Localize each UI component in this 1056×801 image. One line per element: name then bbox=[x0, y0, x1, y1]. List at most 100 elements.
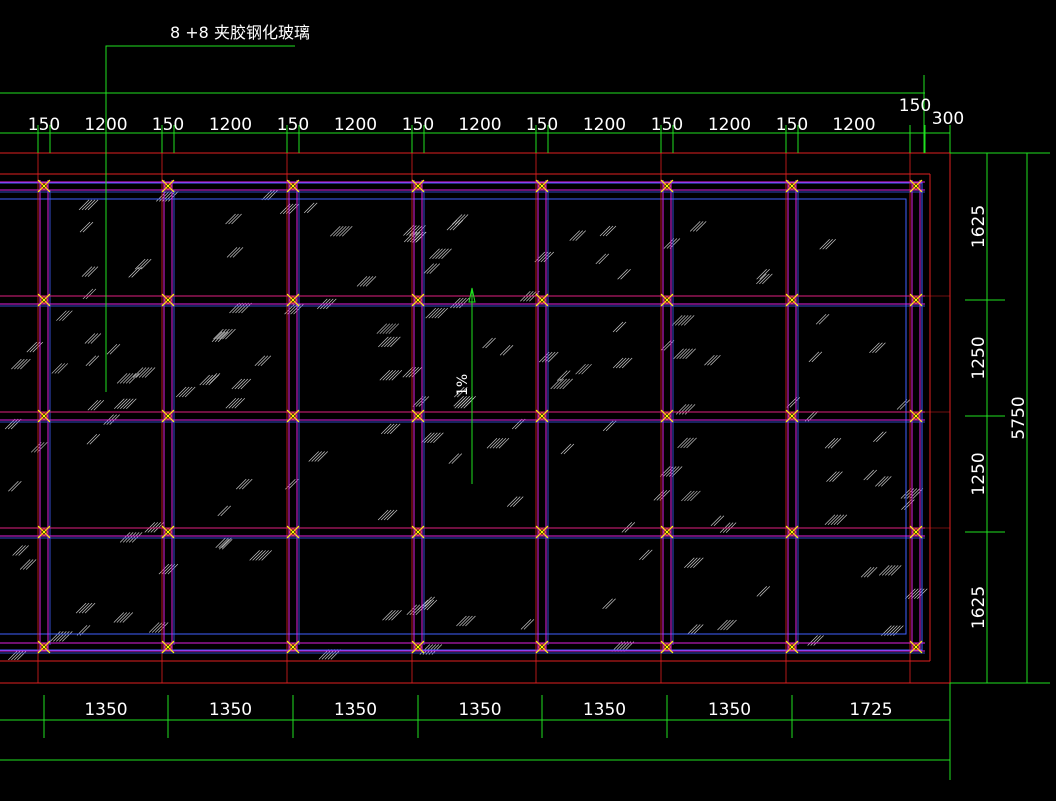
glass-hatch-mark bbox=[209, 373, 221, 384]
node-cross bbox=[161, 640, 175, 654]
glass-hatch-mark bbox=[303, 202, 315, 214]
glass-hatch-mark bbox=[128, 373, 140, 384]
glass-hatch-mark bbox=[231, 213, 242, 225]
glass-hatch-mark bbox=[621, 357, 633, 369]
glass-hatch-mark bbox=[887, 565, 899, 576]
glass-hatch-mark bbox=[523, 619, 535, 630]
glass-hatch-mark bbox=[220, 505, 231, 517]
glass-hatch-mark bbox=[707, 355, 718, 366]
glass-hatch-mark bbox=[385, 609, 396, 621]
node-circle bbox=[164, 643, 172, 651]
glass-hatch-mark bbox=[116, 373, 128, 384]
glass-hatch-mark bbox=[693, 624, 704, 635]
glass-hatch-mark bbox=[639, 549, 650, 561]
glass-hatch-mark bbox=[336, 226, 347, 237]
glass-hatch-mark bbox=[427, 432, 438, 444]
glass-hatch-mark bbox=[756, 273, 767, 285]
glass-hatch-mark bbox=[82, 288, 94, 300]
glass-hatch-mark bbox=[128, 532, 140, 543]
glass-hatch-mark bbox=[563, 443, 575, 455]
top-dimension-label: 150 bbox=[152, 115, 184, 135]
glass-hatch-mark bbox=[87, 333, 99, 344]
glass-hatch-mark bbox=[214, 331, 226, 342]
glass-hatch-mark bbox=[424, 432, 435, 444]
glass-hatch-mark bbox=[387, 336, 398, 348]
glass-hatch-mark bbox=[8, 480, 19, 492]
glass-hatch-mark bbox=[884, 565, 896, 576]
glass-hatch-mark bbox=[314, 451, 325, 462]
glass-hatch-mark bbox=[376, 323, 388, 334]
node-cross bbox=[909, 293, 923, 307]
top-dimension-label: 150 bbox=[277, 115, 309, 135]
glass-hatch-mark bbox=[869, 342, 880, 353]
glass-hatch-mark bbox=[881, 565, 893, 576]
glass-hatch-mark bbox=[808, 351, 820, 363]
glass-hatch-mark bbox=[225, 398, 237, 409]
glass-hatch-mark bbox=[132, 367, 144, 378]
glass-hatch-mark bbox=[385, 369, 397, 381]
glass-hatch-mark bbox=[75, 602, 87, 614]
glass-hatch-mark bbox=[684, 490, 695, 502]
glass-hatch-mark bbox=[123, 398, 134, 410]
glass-hatch-mark bbox=[20, 358, 31, 370]
glass-hatch-mark bbox=[234, 398, 246, 409]
node-circle bbox=[40, 296, 48, 304]
glass-hatch-mark bbox=[81, 199, 93, 211]
glass-hatch-mark bbox=[836, 514, 848, 525]
glass-hatch-mark bbox=[241, 478, 253, 490]
glass-hatch-mark bbox=[144, 522, 156, 533]
glass-hatch-mark bbox=[578, 363, 589, 375]
node-cross bbox=[785, 179, 799, 193]
glass-hatch-mark bbox=[423, 263, 435, 274]
glass-hatch-mark bbox=[815, 314, 827, 325]
glass-hatch-mark bbox=[514, 418, 526, 430]
glass-hatch-mark bbox=[756, 269, 767, 280]
glass-hatch-mark bbox=[710, 355, 721, 366]
glass-hatch-mark bbox=[451, 453, 463, 464]
glass-hatch-mark bbox=[863, 566, 875, 578]
glass-hatch-mark bbox=[912, 488, 924, 499]
glass-hatch-mark bbox=[866, 469, 877, 481]
glass-hatch-mark bbox=[421, 432, 432, 444]
glass-hatch-mark bbox=[680, 315, 692, 326]
glass-hatch-mark bbox=[89, 433, 101, 445]
glass-hatch-mark bbox=[762, 273, 773, 285]
glass-hatch-mark bbox=[234, 378, 246, 390]
slope-arrowhead bbox=[468, 287, 476, 303]
node-circle bbox=[912, 643, 920, 651]
glass-hatch-mark bbox=[388, 323, 400, 334]
node-circle bbox=[788, 296, 796, 304]
node-cross bbox=[660, 293, 674, 307]
glass-hatch-mark bbox=[662, 466, 674, 477]
glass-hatch-mark bbox=[333, 226, 344, 237]
glass-hatch-mark bbox=[431, 307, 442, 319]
glass-hatch-mark bbox=[206, 373, 218, 384]
glass-hatch-mark bbox=[141, 367, 153, 378]
glass-hatch-mark bbox=[659, 466, 671, 477]
glass-hatch-mark bbox=[378, 336, 389, 348]
glass-hatch-mark bbox=[113, 612, 125, 623]
glass-hatch-mark bbox=[446, 219, 458, 231]
glass-hatch-mark bbox=[260, 355, 272, 366]
glass-hatch-mark bbox=[238, 478, 250, 490]
glass-hatch-mark bbox=[615, 357, 627, 369]
glass-hatch-mark bbox=[85, 355, 97, 366]
glass-hatch-mark bbox=[575, 363, 586, 375]
glass-hatch-mark bbox=[499, 345, 511, 356]
glass-hatch-mark bbox=[581, 363, 592, 375]
node-circle bbox=[912, 182, 920, 190]
glass-hatch-mark bbox=[653, 490, 665, 501]
glass-hatch-mark bbox=[225, 213, 236, 225]
glass-hatch-mark bbox=[429, 248, 440, 260]
glass-hatch-mark bbox=[575, 230, 586, 241]
glass-hatch-mark bbox=[84, 266, 96, 277]
glass-hatch-mark bbox=[25, 559, 37, 570]
glass-hatch-mark bbox=[615, 321, 627, 333]
glass-hatch-mark bbox=[106, 343, 118, 355]
node-cross bbox=[161, 525, 175, 539]
top-dimension-label: 150 bbox=[651, 115, 683, 135]
glass-hatch-mark bbox=[237, 378, 249, 390]
node-circle bbox=[289, 528, 297, 536]
glass-hatch-mark bbox=[690, 490, 701, 502]
